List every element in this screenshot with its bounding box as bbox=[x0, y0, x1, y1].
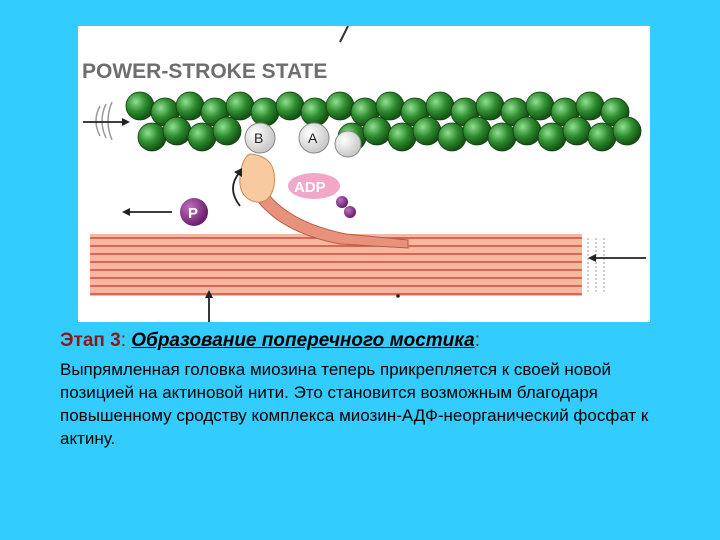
rotation-arrow bbox=[232, 171, 241, 207]
binding-site-b: B bbox=[244, 122, 276, 154]
diagram-canvas: POWER-STROKE STATE B A bbox=[82, 26, 646, 322]
actin-bead bbox=[175, 91, 205, 121]
actin-bead bbox=[212, 116, 242, 146]
myosin-head bbox=[239, 153, 409, 249]
actin-bead bbox=[225, 91, 255, 121]
diagram-title: POWER-STROKE STATE bbox=[82, 60, 327, 83]
binding-site-a: A bbox=[298, 122, 330, 154]
label-b: B bbox=[254, 130, 263, 146]
actin-bead bbox=[462, 116, 492, 146]
bottom-up-arrow bbox=[205, 290, 213, 322]
actin-bead bbox=[562, 116, 592, 146]
caption: Этап 3: Образование поперечного мостика:… bbox=[60, 328, 680, 450]
actin-bead bbox=[375, 91, 405, 121]
actin-bead bbox=[300, 97, 330, 127]
top-mark bbox=[339, 26, 349, 43]
actin-bead bbox=[162, 116, 192, 146]
actin-bead bbox=[275, 91, 305, 121]
actin-bead bbox=[412, 116, 442, 146]
stage-separator: : bbox=[120, 330, 126, 351]
caption-body: Выпрямленная головка миозина теперь прик… bbox=[60, 360, 649, 448]
label-a: A bbox=[308, 130, 318, 146]
label-p: P bbox=[188, 205, 198, 222]
actin-bead bbox=[387, 122, 417, 152]
actin-bead bbox=[437, 122, 467, 152]
title-colon: : bbox=[474, 330, 481, 351]
actin-bead bbox=[137, 122, 167, 152]
power-stroke-diagram: POWER-STROKE STATE B A bbox=[78, 26, 650, 322]
phosphate-release-arrow bbox=[122, 208, 172, 216]
actin-bead bbox=[475, 91, 505, 121]
actin-bead bbox=[325, 91, 355, 121]
left-motion-arrow bbox=[83, 101, 130, 141]
actin-bead bbox=[487, 122, 517, 152]
actin-bead bbox=[187, 122, 217, 152]
actin-bead bbox=[250, 97, 280, 127]
rotation-arrowhead bbox=[234, 168, 242, 177]
caption-heading: Этап 3: Образование поперечного мостика: bbox=[60, 328, 680, 354]
actin-bead bbox=[612, 116, 642, 146]
stage-label: Этап 3 bbox=[60, 330, 121, 351]
right-motion-arrow bbox=[587, 238, 646, 292]
speck bbox=[396, 294, 400, 298]
actin-filament bbox=[125, 91, 642, 152]
actin-bead bbox=[362, 116, 392, 146]
phosphate: P bbox=[180, 198, 208, 226]
stage-title: Образование поперечного мостика bbox=[131, 330, 475, 351]
actin-bead bbox=[125, 91, 155, 121]
actin-bead bbox=[537, 122, 567, 152]
binding-site-c bbox=[334, 130, 362, 158]
actin-bead bbox=[575, 91, 605, 121]
label-adp: ADP bbox=[294, 179, 326, 196]
actin-bead bbox=[587, 122, 617, 152]
actin-bead bbox=[425, 91, 455, 121]
actin-bead bbox=[512, 116, 542, 146]
actin-bead bbox=[525, 91, 555, 121]
adp-molecule: ADP bbox=[288, 173, 356, 218]
myosin-thick-filament bbox=[90, 234, 582, 296]
